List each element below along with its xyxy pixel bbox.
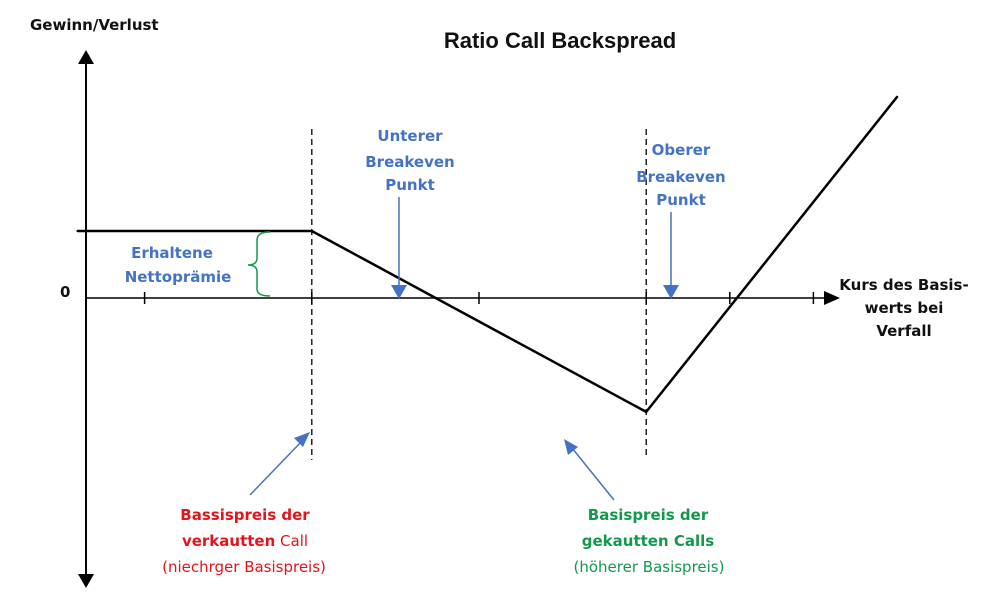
upper-breakeven-line-3: Punkt — [656, 191, 706, 209]
lower-breakeven-line-3: Punkt — [385, 176, 435, 194]
lower-breakeven-line-2: Breakeven — [365, 153, 455, 171]
chart-title: Ratio Call Backspread — [444, 28, 676, 53]
premium-brace-icon — [247, 231, 271, 297]
upper-breakeven-line-2: Breakeven — [636, 168, 726, 186]
lower-breakeven-arrow-icon — [391, 285, 407, 299]
upper-breakeven-arrow-icon — [663, 285, 679, 299]
sold-strike-pointer — [249, 439, 304, 496]
upper-breakeven-line-1: Oberer — [652, 141, 711, 159]
y-axis-down-arrow-icon — [78, 574, 94, 588]
zero-label: 0 — [60, 283, 70, 301]
bought-strike-pointer — [571, 447, 615, 501]
bought-strike-line-3: (höherer Basispreis) — [574, 558, 725, 576]
sold-strike-line-2: verkautten Call — [182, 532, 308, 550]
bought-strike-arrow-icon — [564, 439, 578, 455]
payoff-segment — [310, 229, 648, 414]
sold-strike-line-1: Bassispreis der — [180, 506, 310, 524]
x-axis-label-line-2: werts bei — [865, 299, 944, 317]
x-axis-label-line-1: Kurs des Basis- — [839, 276, 968, 294]
sold-strike-line-2-rest: Call — [275, 532, 308, 550]
sold-strike-line-3: (niechrger Basispreis) — [162, 558, 326, 576]
sold-strike-line-2-bold: verkautten — [182, 532, 275, 550]
lower-breakeven-line-1: Unterer — [377, 127, 443, 145]
y-axis-up-arrow-icon — [78, 50, 94, 64]
premium-label-line-2: Nettoprämie — [125, 268, 232, 286]
sold-strike-arrow-icon — [294, 432, 310, 447]
premium-label-line-1: Erhaltene — [131, 244, 213, 262]
payoff-series — [76, 95, 899, 414]
strike-lines — [311, 129, 647, 460]
bought-strike-line-1: Basispreis der — [588, 506, 709, 524]
x-axis-arrow-icon — [824, 291, 840, 305]
bought-strike-line-2: gekautten Calls — [582, 532, 715, 550]
y-axis-label: Gewinn/Verlust — [30, 16, 159, 34]
payoff-segment — [644, 95, 899, 414]
x-axis-label-line-3: Verfall — [876, 322, 931, 340]
